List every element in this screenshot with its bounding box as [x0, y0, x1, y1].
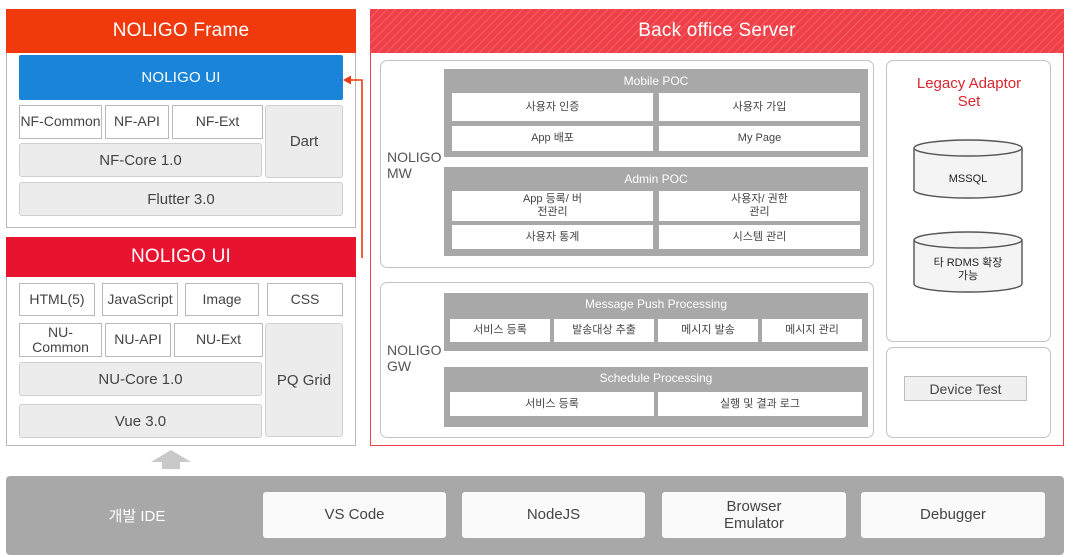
debugger-tool: Debugger [861, 492, 1045, 538]
admin-poc-item: 사용자/ 권한 관리 [659, 191, 860, 221]
mobile-poc-item: 사용자 가입 [659, 93, 860, 121]
mssql-database-icon [913, 139, 1023, 199]
admin-poc-title: Admin POC [624, 172, 688, 186]
server-title: Back office Server [638, 20, 796, 41]
nf-dart-box: Dart [265, 105, 343, 178]
pq-grid-box: PQ Grid [265, 323, 343, 437]
device-test-button: Device Test [904, 376, 1027, 401]
nf-ui-bar: NOLIGO UI [19, 55, 343, 100]
schedule-item: 실행 및 결과 로그 [658, 392, 862, 416]
up-arrow-icon [151, 450, 191, 469]
push-item: 발송대상 추출 [554, 319, 654, 342]
admin-poc-item: App 등록/ 버전관리 [452, 191, 653, 221]
mobile-poc-item: App 배포 [452, 126, 653, 151]
rdms-label: 타 RDMS 확장 가능 [933, 257, 1003, 283]
browser-emulator-tool: Browser Emulator [662, 492, 846, 538]
schedule-title: Schedule Processing [599, 371, 713, 385]
nu-ext-module: NU-Ext [174, 323, 263, 357]
schedule-item: 서비스 등록 [450, 392, 654, 416]
server-title-bg [370, 9, 1064, 53]
mobile-poc-title: Mobile POC [623, 74, 689, 88]
javascript-item: JavaScript [102, 283, 178, 316]
ui-connector-arrow [343, 75, 363, 258]
noligo-ui-title: NOLIGO UI [6, 237, 356, 277]
nf-flutter-box: Flutter 3.0 [19, 182, 343, 216]
admin-poc-item: 사용자 통계 [452, 225, 653, 249]
legacy-title: Legacy Adaptor Set [916, 75, 1022, 110]
admin-poc-item: 시스템 관리 [659, 225, 860, 249]
html5-item: HTML(5) [19, 283, 95, 316]
push-item: 메시지 관리 [762, 319, 862, 342]
mobile-poc-item: My Page [659, 126, 860, 151]
vscode-tool: VS Code [263, 492, 446, 538]
nu-common-module: NU-Common [19, 323, 102, 357]
push-title: Message Push Processing [584, 297, 728, 311]
mw-label: NOLIGO MW [387, 149, 442, 182]
mssql-label: MSSQL [948, 173, 988, 185]
gw-label: NOLIGO GW [387, 342, 442, 375]
mobile-poc-item: 사용자 인증 [452, 93, 653, 121]
nu-api-module: NU-API [105, 323, 171, 357]
nf-core-box: NF-Core 1.0 [19, 143, 262, 177]
ide-label: 개발 IDE [108, 508, 166, 525]
legacy-section [886, 60, 1051, 342]
nf-ext-module: NF-Ext [172, 105, 263, 139]
rdms-database-icon [913, 231, 1023, 293]
nf-api-module: NF-API [105, 105, 169, 139]
nu-core-box: NU-Core 1.0 [19, 362, 262, 396]
nodejs-tool: NodeJS [462, 492, 645, 538]
push-item: 메시지 발송 [658, 319, 758, 342]
css-item: CSS [267, 283, 343, 316]
image-item: Image [185, 283, 259, 316]
noligo-frame-title: NOLIGO Frame [6, 9, 356, 53]
vue-box: Vue 3.0 [19, 404, 262, 438]
push-item: 서비스 등록 [450, 319, 550, 342]
nf-common-module: NF-Common [19, 105, 102, 139]
